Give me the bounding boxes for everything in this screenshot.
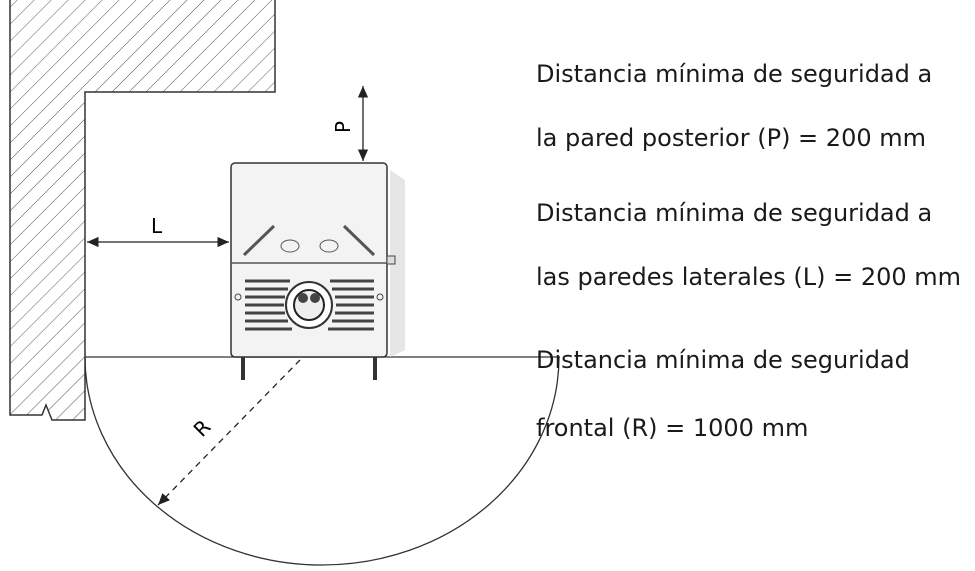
stove — [230, 162, 405, 380]
front-clearance-zone — [84, 356, 560, 566]
front-clearance-text-line2: frontal (R) = 1000 mm — [536, 414, 809, 442]
front-clearance-radius — [157, 359, 301, 506]
label-p: P — [331, 121, 355, 133]
label-l: L — [151, 214, 163, 238]
label-r: R — [189, 415, 216, 442]
rear-clearance-text-line1: Distancia mínima de seguridad a — [536, 60, 933, 88]
front-clearance-text-line1: Distancia mínima de seguridad — [536, 346, 910, 374]
rear-clearance-text-line2: la pared posterior (P) = 200 mm — [536, 124, 926, 152]
wall-hatched — [9, 0, 276, 421]
side-clearance-text-line1: Distancia mínima de seguridad a — [536, 199, 933, 227]
clearance-arrows — [87, 86, 369, 506]
side-clearance-text-line2: las paredes laterales (L) = 200 mm — [536, 263, 962, 291]
